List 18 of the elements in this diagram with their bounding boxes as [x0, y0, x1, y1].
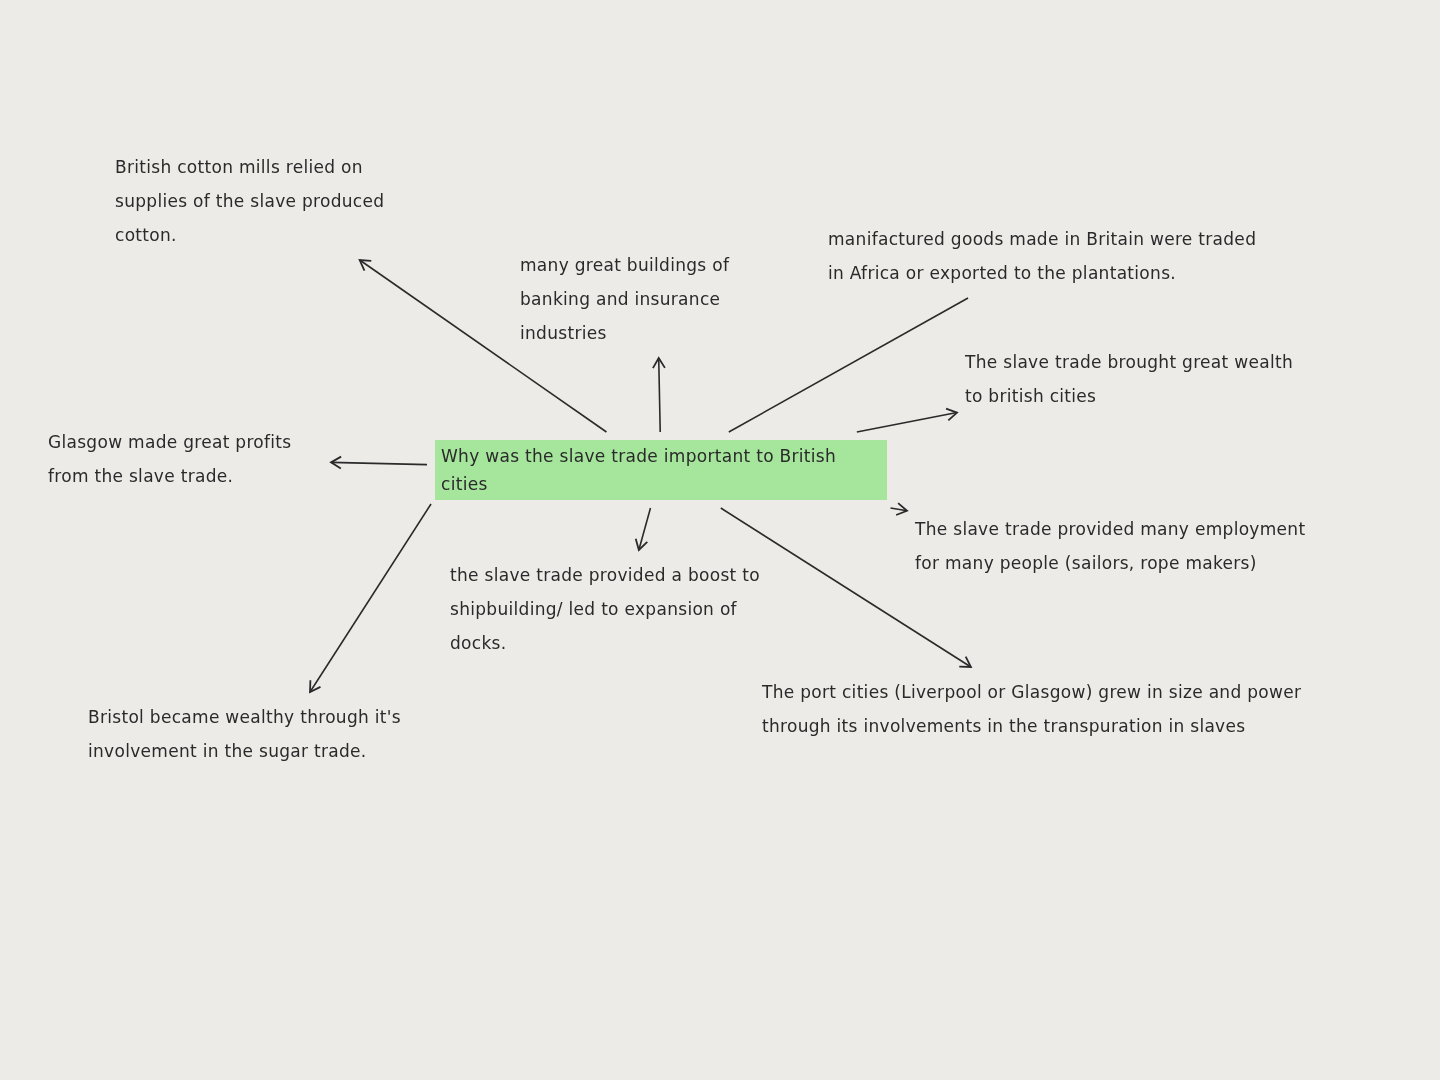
arrow	[634, 507, 652, 551]
note-text: The port cities (Liverpool or Glasgow) grew in size and power through its involvements in the transpuration in slaves	[762, 675, 1312, 743]
arrow	[652, 357, 666, 433]
note-text: Bristol became wealthy through it's involvement in the sugar trade.	[88, 700, 478, 768]
arrow	[856, 407, 958, 433]
arrow	[330, 455, 428, 470]
note-text: Glasgow made great profits from the slave trade.	[48, 425, 323, 493]
note-text: manifactured goods made in Britain were traded in Africa or exported to the plantations.	[828, 222, 1258, 290]
note-text: many great buildings of banking and insurance industries	[520, 248, 795, 350]
note-text: British cotton mills relied on supplies of the slave produced cotton.	[115, 150, 435, 252]
note-text: The slave trade brought great wealth to british cities	[965, 345, 1295, 413]
arrow	[889, 502, 908, 516]
central-topic: Why was the slave trade important to British cities	[435, 440, 887, 500]
note-text: the slave trade provided a boost to shipbuilding/ led to expansion of docks.	[450, 558, 795, 660]
arrow	[309, 503, 432, 693]
arrow	[720, 507, 972, 668]
note-text: The slave trade provided many employment for many people (sailors, rope makers)	[915, 512, 1325, 580]
arrow	[358, 259, 608, 433]
